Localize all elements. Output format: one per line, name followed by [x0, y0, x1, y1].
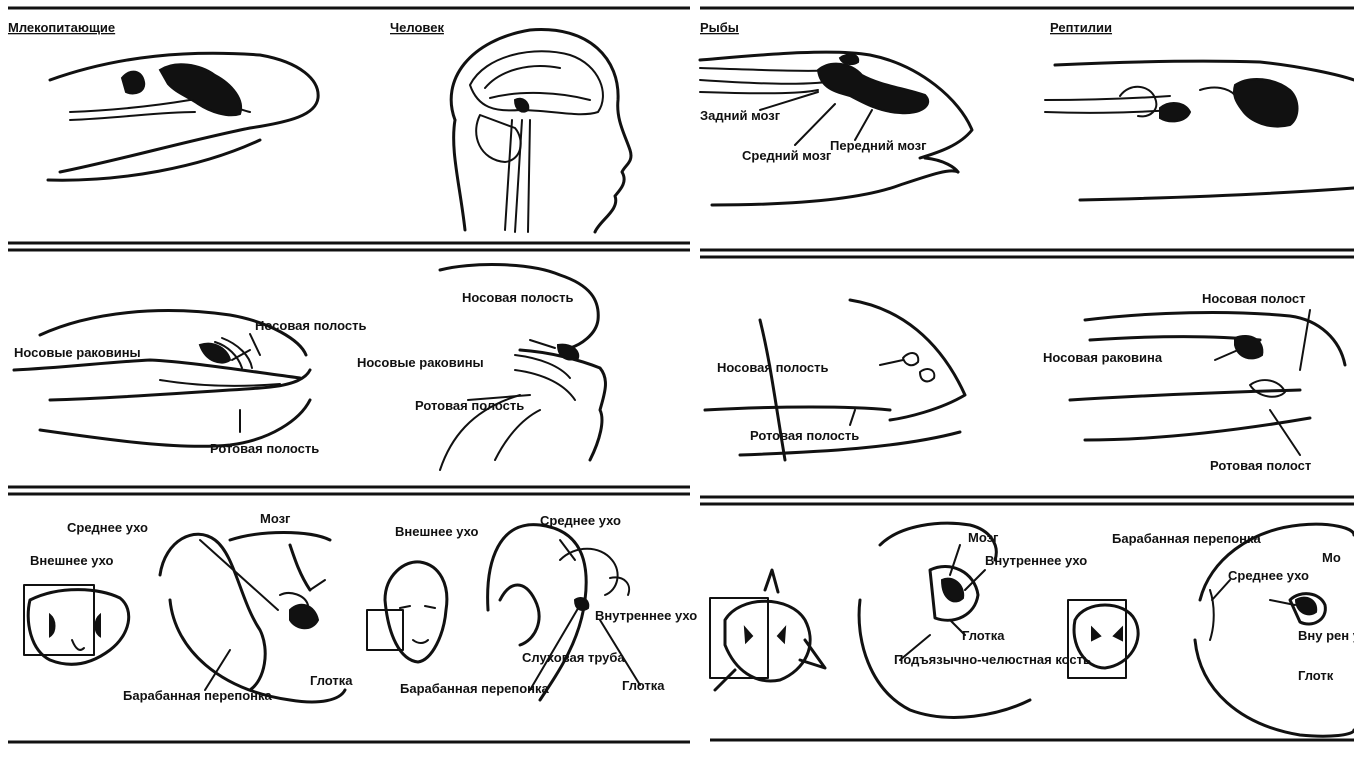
label-reptile-eardrum: Барабанная перепонка: [1112, 531, 1262, 546]
mammal-ear-drawing: Среднее ухо Внешнее ухо Мозг Барабанная …: [24, 511, 353, 703]
reptile-ear-drawing: Барабанная перепонка Среднее ухо Мо Вну …: [1068, 524, 1354, 736]
mammal-nose-drawing: Носовые раковины Носовая полость Ротовая…: [14, 311, 367, 456]
label-reptile-brain: Мо: [1322, 550, 1341, 565]
header-fish: Рыбы: [700, 20, 739, 35]
label-reptile-middle-ear: Среднее ухо: [1228, 568, 1309, 583]
label-human-inner-ear: Внутреннее ухо: [595, 608, 697, 623]
label-fish-brain: Мозг: [968, 530, 999, 545]
label-human-pharynx: Глотка: [622, 678, 665, 693]
header-human: Человек: [390, 20, 444, 35]
label-hindbrain: Задний мозг: [700, 108, 781, 123]
human-head-brain-drawing: [451, 30, 631, 232]
label-fish-oral-cavity: Ротовая полость: [750, 428, 859, 443]
label-forebrain: Передний мозг: [830, 138, 927, 153]
label-mammal-nasal-cavity: Носовая полость: [255, 318, 367, 333]
label-human-eardrum: Барабанная перепонка: [400, 681, 550, 696]
fish-nose-drawing: Носовая полость Ротовая полость: [705, 300, 965, 460]
label-reptile-concha: Носовая раковина: [1043, 350, 1163, 365]
label-reptile-nasal-cavity: Носовая полост: [1202, 291, 1306, 306]
label-mammal-brain: Мозг: [260, 511, 291, 526]
fish-ear-drawing: Мозг Внутреннее ухо Глотка Подъязычно-че…: [710, 523, 1091, 717]
label-midbrain: Средний мозг: [742, 148, 832, 163]
label-fish-hyomandibular: Подъязычно-челюстная кость: [894, 652, 1091, 667]
label-reptile-pharynx: Глотк: [1298, 668, 1334, 683]
label-mammal-pharynx: Глотка: [310, 673, 353, 688]
label-fish-pharynx: Глотка: [962, 628, 1005, 643]
label-mammal-conchae: Носовые раковины: [14, 345, 141, 360]
header-reptiles: Рептилии: [1050, 20, 1112, 35]
divider-rules: [8, 8, 1354, 742]
label-fish-nasal-cavity: Носовая полость: [717, 360, 829, 375]
label-human-outer-ear: Внешнее ухо: [395, 524, 479, 539]
label-mammal-oral-cavity: Ротовая полость: [210, 441, 319, 456]
label-human-nasal-cavity: Носовая полость: [462, 290, 574, 305]
label-mammal-middle-ear: Среднее ухо: [67, 520, 148, 535]
reptile-head-brain-drawing: [1045, 61, 1354, 200]
label-mammal-outer-ear: Внешнее ухо: [30, 553, 114, 568]
label-reptile-oral-cavity: Ротовая полост: [1210, 458, 1311, 473]
label-reptile-inner-ear: Вну рен у: [1298, 628, 1354, 643]
fish-head-brain-drawing: Задний мозг Средний мозг Передний мозг: [700, 52, 972, 205]
label-human-eustachian: Слуховая труба: [522, 650, 625, 665]
human-nose-drawing: Носовая полость Носовые раковины Ротовая…: [357, 265, 605, 470]
mammal-head-brain-drawing: [48, 53, 318, 180]
label-human-middle-ear: Среднее ухо: [540, 513, 621, 528]
header-mammals: Млекопитающие: [8, 20, 115, 35]
human-ear-drawing: Внешнее ухо Среднее ухо Внутреннее ухо С…: [367, 513, 697, 700]
label-human-conchae: Носовые раковины: [357, 355, 484, 370]
label-fish-inner-ear: Внутреннее ухо: [985, 553, 1087, 568]
reptile-nose-drawing: Носовая полост Носовая раковина Ротовая …: [1043, 291, 1345, 473]
label-mammal-eardrum: Барабанная перепонка: [123, 688, 273, 703]
